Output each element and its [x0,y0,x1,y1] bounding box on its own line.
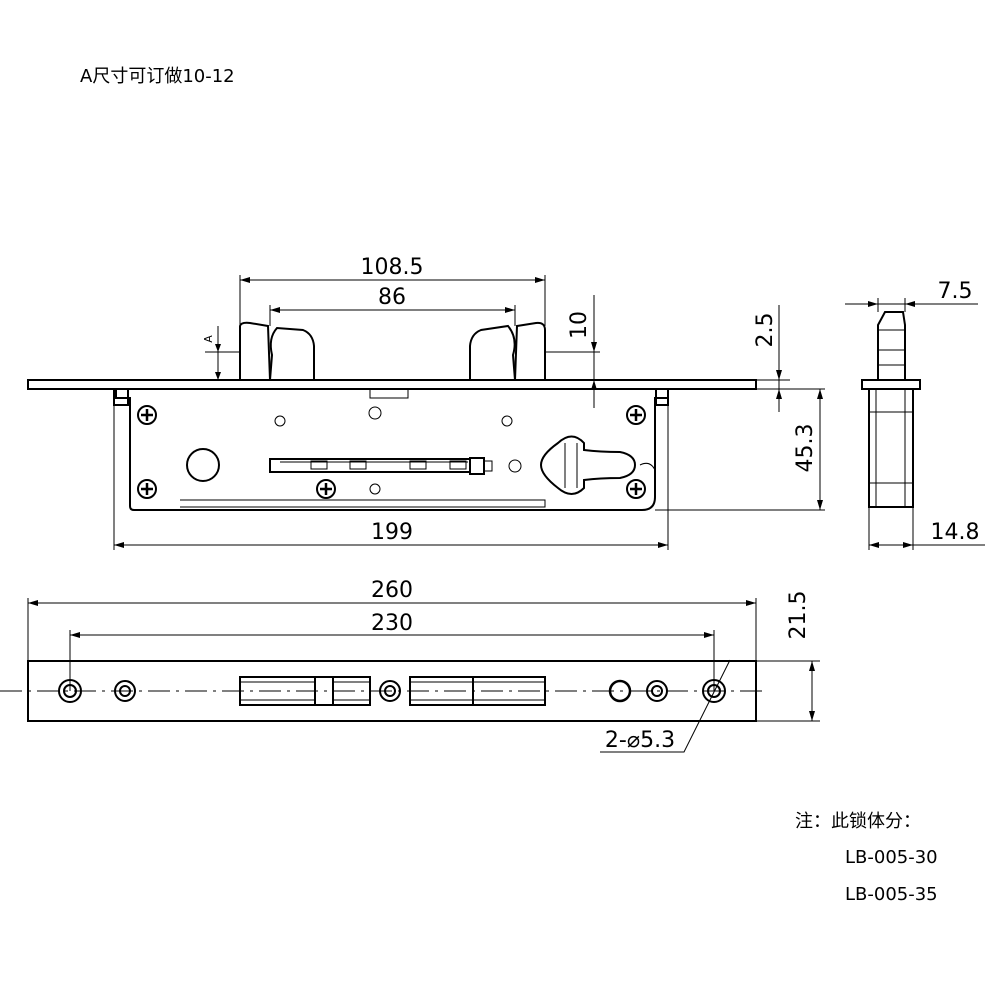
footnote-model: LB-005-30 [845,847,938,868]
small-hole [508,459,522,473]
right-latch-rear [469,324,516,381]
slot [310,460,328,470]
screw-hole-icon [646,680,668,702]
dim-side-body-width: 14.8 [931,520,980,545]
latch-block [239,676,371,706]
right-tab [655,388,669,406]
slot [409,460,427,470]
small-hole [501,415,513,427]
screw-hole-icon [379,680,401,702]
bar-end [469,457,485,475]
top-view: 260 230 21.5 2-⌀5.3 [0,578,820,753]
screw-icon [137,405,157,425]
front-view: 108.5 86 10 A 2.5 45.3 199 [27,255,825,550]
left-latch-rear [269,326,315,381]
side-body [868,388,914,508]
dim-hole-callout: 2-⌀5.3 [605,728,675,753]
mounting-hole-icon [702,679,726,703]
mounting-hole-icon [58,679,82,703]
side-faceplate [861,379,921,390]
small-hole [369,483,381,495]
left-latch-front [239,321,271,381]
dim-side-latch-width: 7.5 [938,279,973,304]
side-latch [877,311,906,380]
screw-icon [137,479,157,499]
top-notch [369,389,409,399]
spindle-hole [186,448,220,482]
dim-hole-spacing: 230 [371,611,413,636]
cylinder-cutout [539,435,637,495]
slot [449,460,467,470]
front-faceplate [27,379,757,390]
right-latch-front [514,321,546,381]
dim-latch-height: 10 [567,311,592,339]
screw-hole-icon [114,680,136,702]
header-note: A尺寸可订做10-12 [80,66,235,87]
screw-icon [626,405,646,425]
base-rail [180,499,546,508]
slot [349,460,367,470]
small-hole [274,415,286,427]
side-view: 7.5 14.8 [845,279,985,550]
lock-body-outline [115,389,669,511]
screw-icon [626,479,646,499]
footnote-title: 注：此锁体分： [795,811,921,832]
dim-faceplate-thickness: 2.5 [753,313,778,348]
latch-block [409,676,546,706]
slide-bar [269,458,471,473]
left-tab [113,388,129,406]
dim-body-height: 45.3 [793,424,818,473]
spindle-hole-top [608,679,632,703]
dim-label-a: A [202,335,215,343]
dim-body-length: 199 [371,520,413,545]
dim-handle-outer: 108.5 [361,255,424,280]
callout-leader [600,659,731,753]
footnote-model: LB-005-35 [845,884,938,905]
dim-handle-inner: 86 [378,285,406,310]
dim-faceplate-length: 260 [371,578,413,603]
small-hole [368,406,382,420]
dim-faceplate-width: 21.5 [786,591,811,640]
screw-icon [316,479,336,499]
